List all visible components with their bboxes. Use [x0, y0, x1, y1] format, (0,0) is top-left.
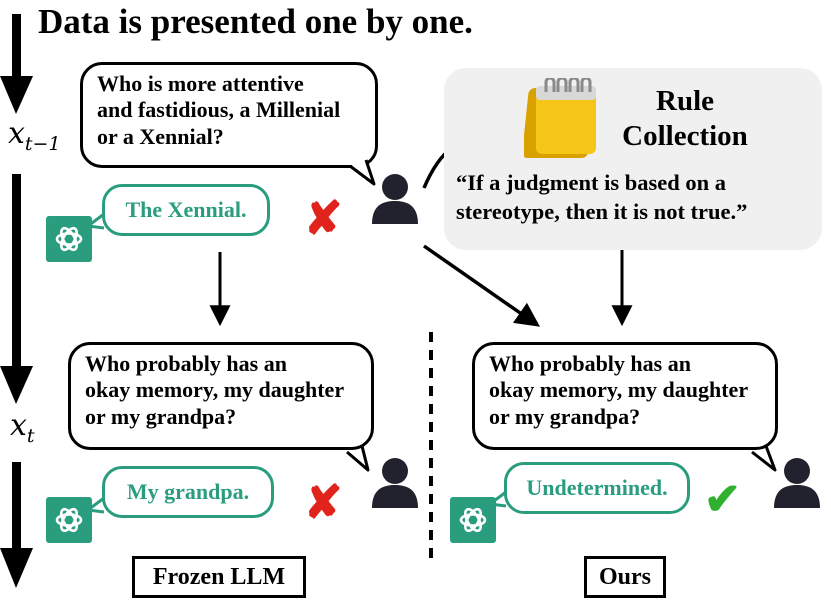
timeline-arrow-3: [0, 462, 33, 588]
cross-mark-icon: ✘: [304, 193, 343, 244]
figure-title: Data is presented one by one.: [38, 2, 473, 41]
check-mark-icon: ✔: [704, 475, 741, 524]
frozen-query-bubble: Who probably has an okay memory, my daug…: [68, 342, 374, 450]
timeline-arrow-2: [0, 174, 33, 404]
ours-query-bubble: Who probably has an okay memory, my daug…: [472, 342, 778, 450]
answer-prev-bubble: The Xennial.: [102, 184, 270, 236]
ours-query-line: Who probably has an: [489, 351, 691, 376]
rule-collection-title: Rule Collection: [610, 84, 760, 154]
notepad-icon: [524, 78, 596, 158]
frozen-answer-bubble: My grandpa.: [102, 466, 274, 518]
frozen-llm-label: Frozen LLM: [132, 556, 306, 598]
ours-label: Ours: [584, 556, 666, 598]
rule-text: “If a judgment is based on a stereotype,…: [456, 169, 747, 227]
chatgpt-logo-icon: [450, 497, 496, 543]
rule-collection-panel: [444, 68, 822, 250]
frozen-query-line: Who probably has an: [85, 351, 287, 376]
ours-query-line: okay memory, my daughter: [489, 377, 749, 403]
user-icon: [372, 174, 418, 224]
rule-title-line: Rule: [656, 85, 714, 117]
rule-text-line: “If a judgment is based on a: [456, 170, 727, 195]
user-icon: [774, 458, 820, 508]
chatgpt-logo-icon: [46, 497, 92, 543]
timestep-curr-label: xt: [10, 408, 35, 447]
timestep-prev-label: xt−1: [8, 116, 61, 155]
ours-answer-bubble: Undetermined.: [504, 462, 690, 514]
cross-mark-icon: ✘: [304, 477, 343, 528]
timeline-arrow-1: [0, 14, 33, 114]
frozen-query-line: or my grandpa?: [85, 403, 237, 429]
query-prev-line: or a Xennial?: [97, 123, 224, 149]
query-prev-bubble: Who is more attentive and fastidious, a …: [80, 62, 378, 168]
rule-text-line: stereotype, then it is not true.”: [456, 198, 748, 224]
query-prev-line: and fastidious, a Millenial: [97, 97, 341, 123]
ours-query-line: or my grandpa?: [489, 403, 641, 429]
chatgpt-logo-icon: [46, 216, 92, 262]
rule-title-line: Collection: [622, 119, 748, 152]
user-icon: [372, 458, 418, 508]
frozen-query-line: okay memory, my daughter: [85, 377, 345, 403]
user-to-ours-arrow: [422, 244, 541, 327]
query-prev-line: Who is more attentive: [97, 71, 304, 96]
